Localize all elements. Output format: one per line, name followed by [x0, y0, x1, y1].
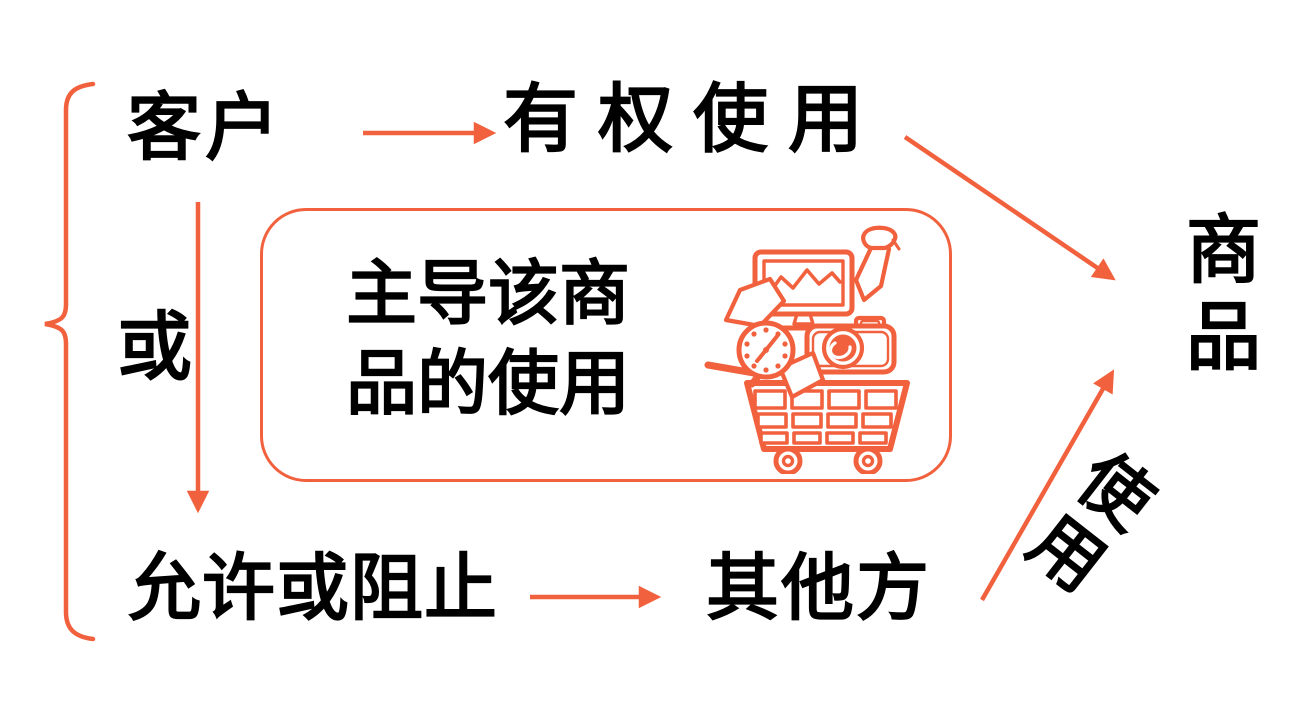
shopping-cart-icon — [704, 225, 910, 474]
necktie-icon — [853, 225, 901, 303]
goods-node: 商品 — [1174, 210, 1257, 384]
watch-icon — [723, 276, 826, 400]
customer-node: 客户 — [127, 88, 283, 170]
cart-wheel-right — [853, 446, 883, 474]
cart-wheel-left — [773, 446, 803, 474]
lead-usage-text: 主导该商 品的使用 — [288, 250, 688, 430]
camera-icon — [804, 315, 897, 375]
lead-usage-line1: 主导该商 — [345, 256, 630, 334]
lead-usage-line2: 品的使用 — [345, 346, 630, 424]
arrow-right-to-use-to-goods — [903, 135, 1116, 281]
left-brace-icon — [44, 81, 96, 642]
or-label: 或 — [117, 307, 193, 390]
right-to-use-node: 有权使用 — [503, 79, 884, 162]
cart-basket — [744, 380, 910, 452]
arrow-other-party-to-goods — [980, 369, 1115, 602]
other-party-node: 其他方 — [706, 548, 931, 629]
allow-or-block-node: 允许或阻止 — [128, 548, 498, 629]
lead-usage-box — [260, 208, 952, 482]
